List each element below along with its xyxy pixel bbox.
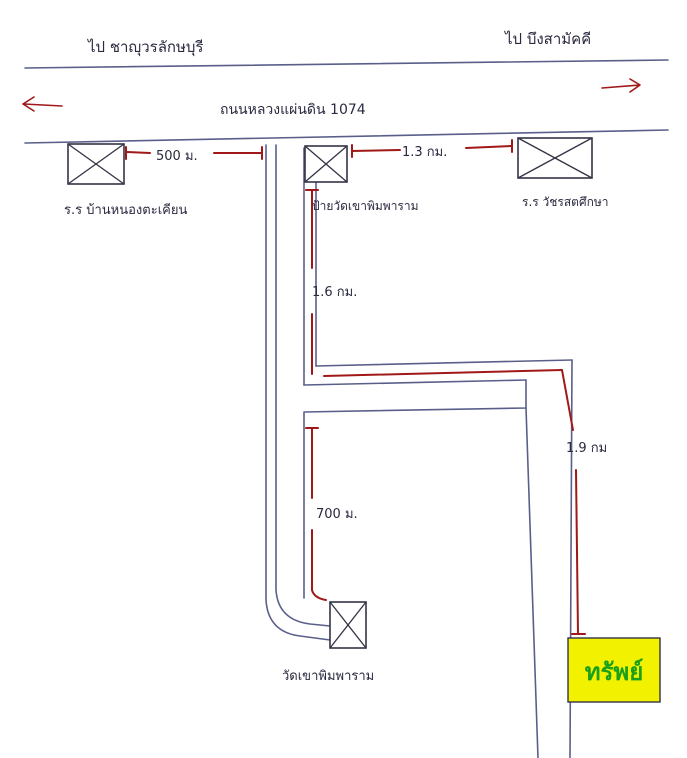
temple-sign-marker [304,145,348,183]
distance-500-line [125,146,263,160]
left-arrow-icon [22,96,63,112]
highway-top-edge [24,59,669,69]
direction-left-label: ไป ชาญุวรลักษบุรี [87,38,203,57]
distance-1-9-label: 1.9 กม [566,441,607,456]
side-road-left-edge [265,144,331,641]
loop-road-top-edge [303,379,527,599]
distance-1-3-label: 1.3 กม. [402,145,447,160]
distance-1-6-label: 1.6 กม. [312,285,357,300]
distance-500-label: 500 ม. [156,149,198,164]
distance-700-line [305,427,327,601]
temple-marker [329,601,367,649]
side-road-right-edge [275,144,331,627]
right-road-left-edge [525,407,539,758]
school-right-marker [517,137,593,179]
temple-sign-label: ป้ายวัดเขาพิมพาราม [312,199,419,213]
distance-1-9-line [323,369,586,635]
junction-road-bottom-edge [303,379,527,386]
distance-700-label: 700 ม. [316,507,358,522]
property-label: ทรัพย์ [585,658,644,686]
distance-1-3-line [351,139,513,158]
school-left-label: ร.ร บ้านหนองตะเคียน [64,202,187,218]
direction-right-label: ไป บึงสามัคคี [504,30,591,48]
property-marker: ทรัพย์ [567,637,661,703]
distance-1-6-line [305,189,319,375]
school-right-label: ร.ร วัชรสตศึกษา [522,195,609,209]
temple-label: วัดเขาพิมพาราม [282,669,374,684]
right-arrow-icon [601,78,641,93]
junction-road-top-edge [315,359,573,367]
highway-label: ถนนหลวงแผ่นดิน 1074 [220,102,366,118]
school-left-marker [67,143,125,185]
highway-bottom-edge [24,129,669,144]
